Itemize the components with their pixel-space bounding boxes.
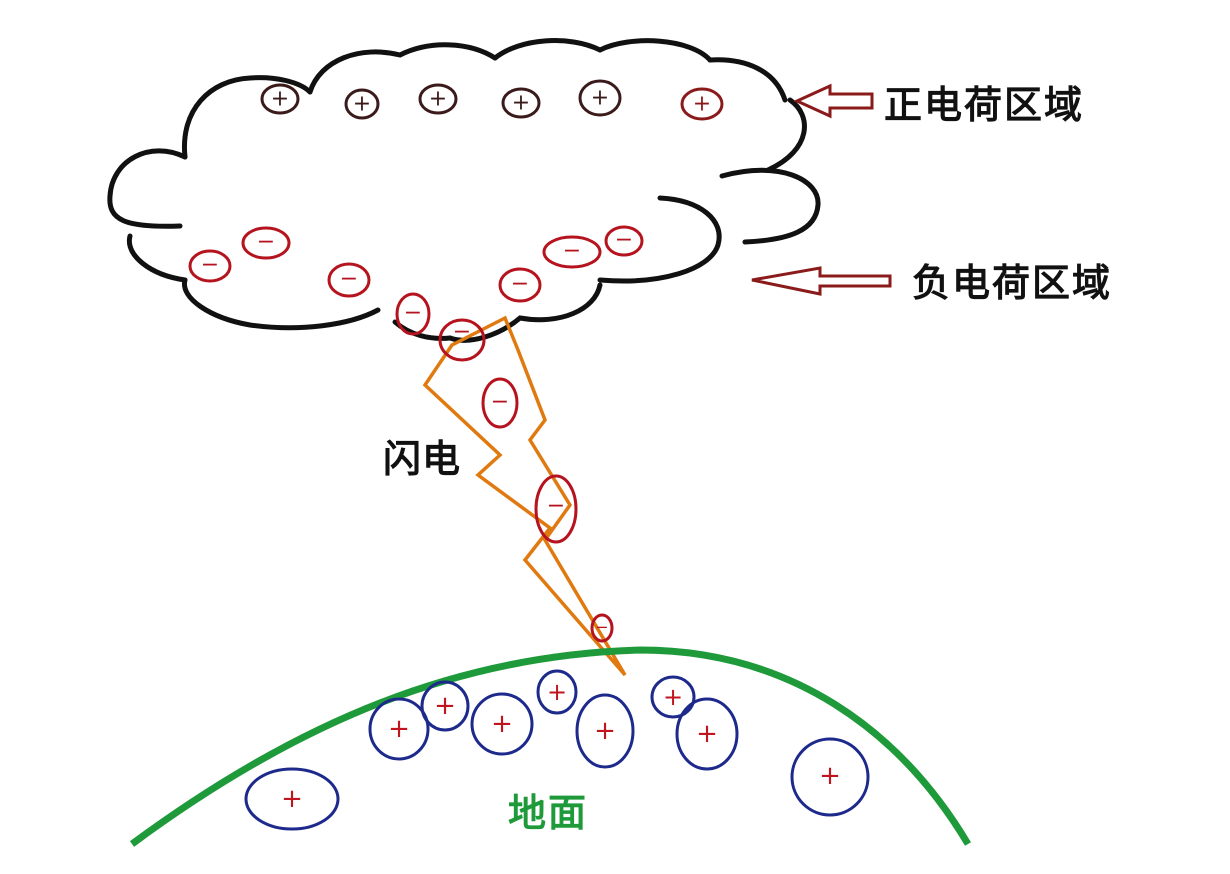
ground-positive-charges: + + + + + + + + (244, 669, 870, 831)
ground-positive-charge: + (675, 697, 739, 771)
negative-charge: − (542, 235, 602, 269)
cloud-negative-charges: − − − − − − − − (188, 225, 644, 362)
cloud-positive-charge: + (578, 79, 622, 117)
cloud-positive-charge: + (501, 87, 541, 119)
ground-positive-charge: + (536, 669, 578, 715)
svg-text:−: − (491, 390, 509, 415)
svg-text:−: − (511, 272, 529, 297)
svg-text:−: − (595, 618, 608, 637)
cloud-positive-charges: + + + + + + (260, 79, 724, 121)
svg-text:+: + (388, 714, 410, 744)
ground-positive-charge: + (420, 680, 470, 732)
svg-text:+: + (819, 761, 841, 791)
ground-positive-charge: + (470, 692, 534, 756)
svg-text:+: + (594, 716, 616, 746)
ground-positive-charge: + (575, 693, 635, 769)
negative-charge: − (188, 249, 232, 283)
cloud (107, 38, 821, 343)
svg-text:+: + (353, 92, 371, 117)
svg-text:−: − (547, 494, 565, 519)
ground-positive-charge: + (368, 697, 430, 761)
svg-text:−: − (257, 230, 275, 255)
svg-text:−: − (615, 228, 633, 253)
negative-charge: − (481, 377, 519, 429)
svg-text:+: + (547, 678, 567, 706)
negative-charge: − (395, 292, 431, 336)
svg-text:−: − (201, 253, 219, 278)
svg-text:+: + (663, 683, 683, 711)
svg-text:−: − (404, 301, 422, 326)
ground-label: 地面 (508, 791, 589, 835)
negative-charge: − (534, 474, 578, 544)
cloud-positive-charge: + (680, 87, 724, 121)
svg-text:+: + (429, 87, 447, 112)
arrow-negative-region (751, 266, 892, 296)
ground-line (129, 646, 972, 847)
svg-text:−: − (453, 320, 471, 345)
svg-text:+: + (271, 87, 289, 112)
svg-text:−: − (340, 267, 358, 292)
arrow-positive-region (793, 83, 874, 119)
ground-positive-charge: + (790, 737, 870, 817)
lightning-label: 闪电 (383, 437, 462, 481)
cloud-positive-charge: + (344, 88, 380, 120)
negative-charge: − (590, 613, 614, 643)
negative-charge: − (438, 318, 486, 362)
svg-text:−: − (563, 239, 581, 264)
negative-region-label: 负电荷区域 (912, 261, 1113, 305)
svg-text:+: + (591, 86, 609, 111)
ground-positive-charge: + (244, 767, 340, 831)
svg-text:+: + (693, 92, 711, 117)
ground-positive-charge: + (650, 675, 696, 719)
lightning-bolt (422, 315, 627, 677)
negative-charge: − (327, 262, 371, 298)
svg-text:+: + (512, 91, 530, 116)
svg-text:+: + (281, 784, 303, 814)
negative-charge: − (241, 226, 291, 260)
negative-charge: − (498, 267, 542, 303)
svg-text:+: + (696, 719, 718, 749)
cloud-positive-charge: + (260, 83, 300, 115)
cloud-positive-charge: + (418, 83, 458, 115)
svg-text:+: + (434, 691, 456, 721)
positive-region-label: 正电荷区域 (884, 83, 1085, 127)
negative-charge: − (604, 225, 644, 257)
bolt-negative-charges: − − − (481, 377, 614, 643)
svg-text:+: + (491, 709, 513, 739)
